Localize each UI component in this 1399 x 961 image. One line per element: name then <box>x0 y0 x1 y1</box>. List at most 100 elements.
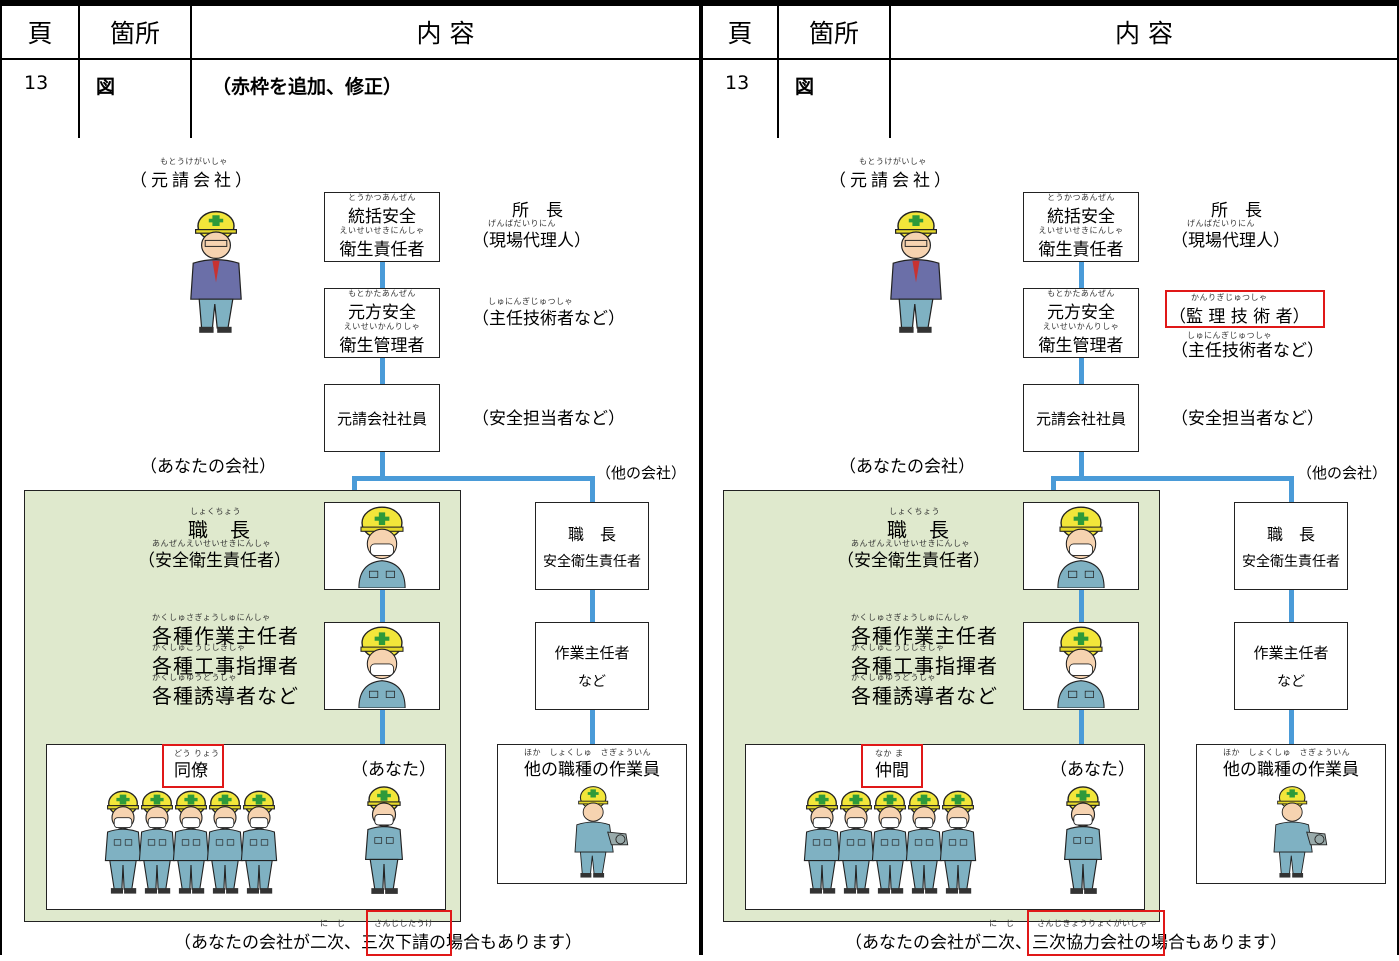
other-company-label: （他の会社） <box>596 464 687 482</box>
data-row: 13 図 （赤枠を追加、修正） <box>2 58 699 138</box>
chief-portrait-box <box>324 622 440 710</box>
box1-ruby1: とうかつあんぜん <box>1047 193 1115 202</box>
you-illustration <box>361 781 407 901</box>
chief-engineer-label: （主任技術者など） <box>472 309 625 329</box>
bottom-key-highlight <box>1027 910 1165 956</box>
bottom-pre-ruby: に じ <box>989 919 1015 928</box>
box3-label: 元請会社社員 <box>1035 409 1126 428</box>
supervising-engineer-highlight <box>1165 290 1325 328</box>
director-label: 所 長 <box>512 201 563 221</box>
row-content: （赤枠を追加、修正） <box>212 76 403 98</box>
bottom-key: 三次下請 <box>361 933 429 953</box>
other-chief-box: 作業主任者 など <box>1234 622 1348 710</box>
foreman-label: 職 長 <box>887 518 950 542</box>
other-workers-label: 他の職種の作業員 <box>524 760 660 780</box>
bottom-pre-ruby: に じ <box>320 919 346 928</box>
chiefs-line1: 各種作業主任者 <box>851 624 998 648</box>
box2-line2: 衛生管理者 <box>339 336 425 356</box>
chief-portrait-box <box>1023 622 1139 710</box>
general-safety-manager-box: とうかつあんぜん 統括安全 えいせいせきにんしゃ 衛生責任者 <box>1023 192 1139 262</box>
chiefs-line2: 各種工事指揮者 <box>152 654 299 678</box>
your-company-label: （あなたの会社） <box>839 457 975 477</box>
foreman-sub-label: （安全衛生責任者） <box>138 551 291 571</box>
chiefs-ruby3: かくしゅゆうどうしゃ <box>152 673 237 682</box>
row-page-text: 13 <box>725 72 750 94</box>
other-chief-label: 作業主任者 <box>554 643 630 662</box>
chiefs-line3: 各種誘導者など <box>152 684 299 708</box>
box1-ruby1: とうかつあんぜん <box>348 193 416 202</box>
box1-ruby2: えいせいせきにんしゃ <box>339 226 425 235</box>
you-label: （あなた） <box>351 760 436 780</box>
box2-ruby1: もとかたあんぜん <box>348 289 416 298</box>
safety-staff-label: （安全担当者など） <box>472 409 625 429</box>
chief-illustration <box>1048 624 1114 708</box>
connector-horizontal <box>1051 476 1293 481</box>
connector-to-other-company <box>590 476 595 508</box>
prime-company-ruby: もとうけがいしゃ <box>859 157 927 166</box>
colleagues-ruby: なか ま <box>875 749 904 758</box>
other-foreman-sub: 安全衛生責任者 <box>543 554 641 570</box>
colleagues-label: 同僚 <box>174 761 208 781</box>
chief-engineer-ruby: しゅにんぎじゅつしゃ <box>488 297 573 306</box>
director-sub-label: （現場代理人） <box>1171 231 1290 251</box>
row-page: 13 <box>2 58 80 138</box>
box2-ruby1: もとかたあんぜん <box>1047 289 1115 298</box>
header-page: 頁 <box>2 6 80 58</box>
box2-ruby2: えいせいかんりしゃ <box>343 322 421 331</box>
connector-main <box>380 260 385 480</box>
foreman-label: 職 長 <box>188 518 251 542</box>
workers-box: （あなた） <box>46 744 446 910</box>
chief-engineer-label: （主任技術者など） <box>1171 341 1324 361</box>
bottom-note: （あなたの会社が二次、三次下請の場合もあります） <box>174 928 582 953</box>
foreman-sub-ruby: あんぜんえいせいせきにんしゃ <box>851 539 970 548</box>
row-page: 13 <box>703 58 779 138</box>
other-workers-box: ほか しょくしゅ さぎょういん 他の職種の作業員 <box>1196 744 1386 884</box>
foreman-portrait-box <box>1023 502 1139 590</box>
row-location-text: 図 <box>96 76 116 98</box>
director-sub-ruby: げんばだいりにん <box>488 219 556 228</box>
box1-line1: 統括安全 <box>348 207 416 227</box>
foreman-portrait-box <box>324 502 440 590</box>
other-company-label: （他の会社） <box>1297 464 1388 482</box>
prime-company-label: （元請会社） <box>130 171 256 191</box>
bottom-key: 三次協力会社 <box>1032 933 1134 953</box>
row-content <box>891 58 1397 138</box>
colleague-group-illustration <box>104 790 278 895</box>
bottom-post: の場合もあります） <box>1134 933 1287 953</box>
chiefs-ruby2: かくしゅこうじしきしゃ <box>152 643 246 652</box>
connector-to-other-company <box>1289 476 1294 508</box>
header-row: 頁 箇所 内 容 <box>703 6 1397 60</box>
other-foreman-sub: 安全衛生責任者 <box>1242 554 1340 570</box>
other-foreman-label: 職 長 <box>567 525 616 544</box>
supervising-engineer-ruby: かんりぎじゅつしゃ <box>1191 293 1268 302</box>
box1-ruby2: えいせいせきにんしゃ <box>1038 226 1124 235</box>
colleagues-highlight <box>162 744 224 788</box>
general-safety-manager-box: とうかつあんぜん 統括安全 えいせいせきにんしゃ 衛生責任者 <box>324 192 440 262</box>
other-chief-label: 作業主任者 <box>1253 643 1329 662</box>
safety-staff-label: （安全担当者など） <box>1171 409 1324 429</box>
foreman-ruby: しょくちょう <box>889 507 940 516</box>
header-row: 頁 箇所 内 容 <box>2 6 699 60</box>
bottom-pre: （あなたの会社が二次、 <box>174 933 361 953</box>
other-workers-ruby: ほか しょくしゅ さぎょういん <box>524 748 652 757</box>
row-location-text: 図 <box>795 76 815 98</box>
box2-ruby2: えいせいかんりしゃ <box>1042 322 1120 331</box>
bottom-key-highlight <box>366 910 452 956</box>
you-label: （あなた） <box>1050 760 1135 780</box>
box1-line2: 衛生責任者 <box>339 240 425 260</box>
box1-line2: 衛生責任者 <box>1038 240 1124 260</box>
foreman-sub-label: （安全衛生責任者） <box>837 551 990 571</box>
director-label: 所 長 <box>1211 201 1262 221</box>
director-sub-label: （現場代理人） <box>472 231 591 251</box>
other-chief-sub: など <box>1277 673 1305 690</box>
chiefs-ruby3: かくしゅゆうどうしゃ <box>851 673 936 682</box>
manager-illustration <box>885 208 947 340</box>
prime-company-ruby: もとうけがいしゃ <box>160 157 228 166</box>
box3-label: 元請会社社員 <box>336 409 427 428</box>
bottom-key-ruby: さんじしたうけ <box>374 919 434 928</box>
chief-illustration <box>349 624 415 708</box>
prime-staff-box: 元請会社社員 <box>1023 384 1139 452</box>
site-safety-manager-box: もとかたあんぜん 元方安全 えいせいかんりしゃ 衛生管理者 <box>324 288 440 358</box>
box2-line1: 元方安全 <box>348 303 416 323</box>
row-page-text: 13 <box>24 72 49 94</box>
